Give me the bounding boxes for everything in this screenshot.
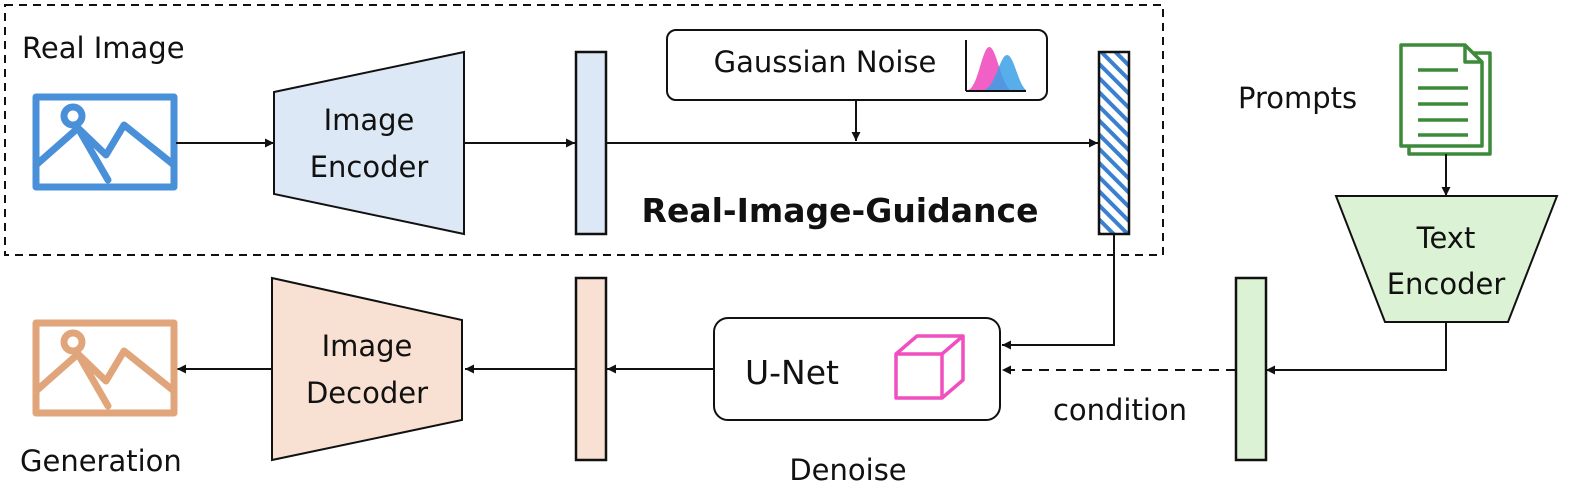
unet-label: U-Net: [745, 353, 839, 392]
denoise-label: Denoise: [789, 453, 906, 487]
text-latent: [1234, 276, 1268, 462]
generation-label: Generation: [20, 444, 182, 478]
encoded-latent: [574, 50, 608, 236]
gaussian-noise-label: Gaussian Noise: [714, 45, 937, 79]
image-decoder-label-1: Image: [322, 329, 413, 363]
cube-icon: [894, 334, 965, 400]
noisy-latent: [1097, 50, 1131, 236]
real-image-label: Real Image: [22, 31, 185, 65]
distribution-icon: [965, 40, 1026, 92]
real-image-icon: [32, 93, 178, 191]
image-encoder: [273, 50, 465, 236]
image-encoder-label-2: Encoder: [310, 150, 429, 184]
text-encoder-label-2: Encoder: [1387, 267, 1506, 301]
prompts-label: Prompts: [1238, 81, 1357, 115]
arrow-text-encoder-to-latent: [1266, 322, 1447, 375]
text-encoder-label-1: Text: [1416, 221, 1476, 255]
denoised-latent: [574, 276, 608, 462]
condition-label: condition: [1053, 393, 1187, 427]
text-encoder: [1334, 195, 1559, 323]
document-icon: [1399, 43, 1492, 156]
image-decoder-label-2: Decoder: [306, 376, 428, 410]
generation-image-icon: [32, 319, 178, 417]
image-decoder: [271, 276, 463, 462]
arrow-noisy-to-unet: [1002, 234, 1115, 350]
guidance-region: [4, 4, 1164, 256]
real-image-guidance-label: Real-Image-Guidance: [642, 191, 1039, 230]
image-encoder-label-1: Image: [324, 103, 415, 137]
